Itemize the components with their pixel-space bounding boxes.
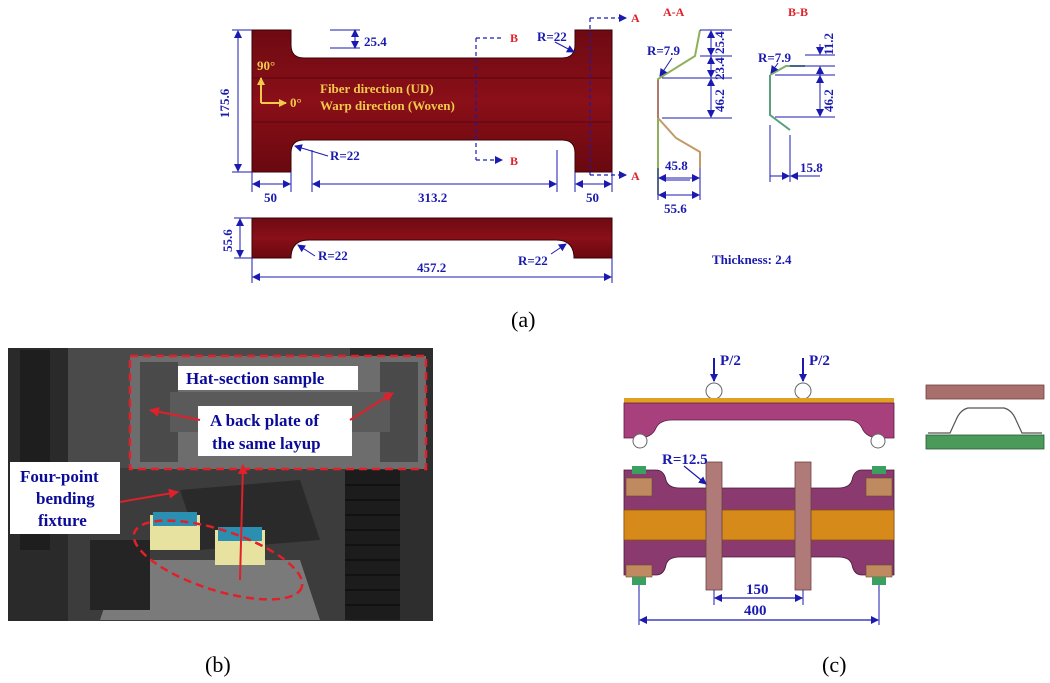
fixture-bar <box>623 509 895 541</box>
label-fixture-line3: fixture <box>38 511 87 530</box>
section-aa-dim-45-8: 45.8 <box>665 158 688 173</box>
support-roller-left <box>632 433 648 449</box>
label-back-plate-line1: A back plate of <box>210 411 319 430</box>
section-b-b: B-B 11.2 46.2 R=7.9 15.8 <box>758 5 836 182</box>
side-view-bottom-plate <box>925 434 1045 450</box>
panel-c: P/2 P/2 R=12.5 150 400 <box>623 353 1045 677</box>
dim-50-left: 50 <box>264 190 277 205</box>
section-a-a: A-A 25.4 23.4 46.2 R=7.9 45.8 <box>647 5 732 216</box>
caption-c: (c) <box>822 652 846 677</box>
section-aa-dim-25-4: 25.4 <box>712 31 727 54</box>
section-a-a-title: A-A <box>663 5 685 19</box>
axis-0-label: 0° <box>290 95 302 110</box>
radius-label-low-left: R=22 <box>318 248 348 263</box>
section-a-top-mark: A <box>631 11 640 25</box>
load-label-left: P/2 <box>720 353 741 369</box>
section-bb-dim-46-2: 46.2 <box>821 89 836 112</box>
radius-label-mid-left: R=22 <box>330 148 360 163</box>
side-view-hat-profile <box>928 407 1042 434</box>
panel-b: Hat-section sample A back plate of the s… <box>8 348 433 677</box>
dim-313-2: 313.2 <box>418 190 447 205</box>
span-inner-150: 150 <box>746 582 769 598</box>
loading-rod-left <box>705 461 723 591</box>
sample-highlight-ellipse <box>132 519 304 601</box>
section-b-b-title: B-B <box>788 5 808 19</box>
loading-roller-left <box>705 382 723 400</box>
load-label-right: P/2 <box>809 353 830 369</box>
section-bb-dim-15-8: 15.8 <box>800 160 823 175</box>
section-bb-radius: R=7.9 <box>758 50 792 65</box>
dim-175-6: 175.6 <box>217 88 232 118</box>
panel-a: 90° 0° Fiber direction (UD) Warp directi… <box>217 5 836 332</box>
dim-457-2: 457.2 <box>417 260 446 275</box>
section-b-top-mark: B <box>510 31 518 45</box>
label-box-fixture <box>10 462 120 534</box>
section-aa-dim-55-6: 55.6 <box>664 201 687 216</box>
support-roller-right <box>870 433 886 449</box>
radius-label-low-right: R=22 <box>518 253 548 268</box>
label-hat-section-sample: Hat-section sample <box>186 369 325 388</box>
loading-roller-right <box>794 382 812 400</box>
section-aa-dim-23-4: 23.4 <box>712 57 727 80</box>
caption-b: (b) <box>205 652 231 677</box>
axis-90-label: 90° <box>257 58 275 73</box>
section-a-bottom-mark: A <box>631 169 640 183</box>
label-fixture-line1: Four-point <box>20 467 99 486</box>
warp-direction-label: Warp direction (Woven) <box>320 98 455 113</box>
section-aa-radius: R=7.9 <box>647 43 681 58</box>
section-b-bottom-mark: B <box>510 154 518 168</box>
hat-sample-top <box>623 402 895 439</box>
caption-a: (a) <box>511 307 535 332</box>
fiber-direction-label: Fiber direction (UD) <box>320 81 434 96</box>
label-box-sample <box>178 366 358 390</box>
dim-50-right: 50 <box>586 190 599 205</box>
side-view-top-plate <box>925 384 1045 400</box>
dim-55-6: 55.6 <box>220 229 235 252</box>
flat-sample-side-view <box>251 217 613 259</box>
radius-label-top-right: R=22 <box>537 29 567 44</box>
label-fixture-line2: bending <box>36 489 95 508</box>
section-aa-dim-46-2: 46.2 <box>712 89 727 112</box>
dim-25-4-top: 25.4 <box>364 34 387 49</box>
inset-highlight-box <box>128 354 428 471</box>
label-back-plate-line2: the same layup <box>212 434 321 453</box>
span-outer-400: 400 <box>744 603 767 619</box>
thickness-label: Thickness: 2.4 <box>712 252 792 267</box>
label-box-back-plate <box>198 406 352 456</box>
loading-rod-right <box>794 461 812 591</box>
radius-label-r12-5: R=12.5 <box>662 452 708 468</box>
section-bb-dim-11-2: 11.2 <box>821 33 836 55</box>
